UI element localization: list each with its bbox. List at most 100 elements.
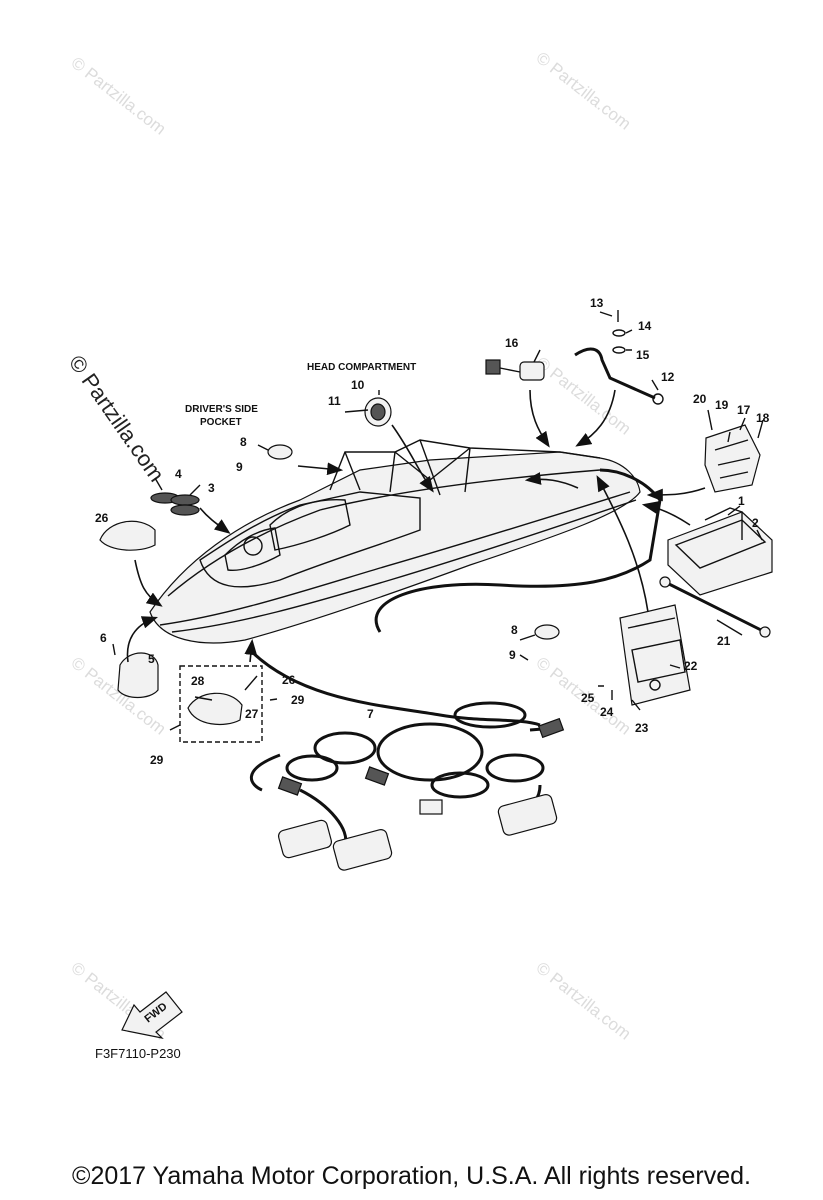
courtesy-light <box>534 624 560 640</box>
harness-connector <box>419 799 443 815</box>
harness-loop <box>285 754 339 782</box>
battery-strap <box>704 507 743 540</box>
cable-terminal <box>759 626 771 638</box>
arrow <box>297 462 344 476</box>
seat <box>224 527 281 572</box>
callout-26: 26 <box>95 511 109 525</box>
cable-eye <box>652 393 664 405</box>
harness-cable <box>374 468 662 633</box>
harness-connector <box>277 819 333 859</box>
windshield-frame <box>344 439 471 496</box>
cup-holder <box>170 504 200 516</box>
flow-arrows <box>126 389 706 663</box>
arrow <box>199 507 231 534</box>
steering-cable-line <box>574 347 656 400</box>
fuse-block-body <box>704 424 761 493</box>
switch-body <box>519 361 545 381</box>
seat <box>269 498 351 551</box>
callout-19: 19 <box>715 398 729 412</box>
harness-loop <box>485 753 545 783</box>
callout-9: 9 <box>236 460 243 474</box>
cup-holder <box>170 494 200 506</box>
callout-7: 7 <box>367 707 374 721</box>
callout-25: 25 <box>581 691 595 705</box>
dashed-detail-box <box>179 665 263 743</box>
harness-loop <box>453 701 527 729</box>
steering-cable <box>574 310 664 405</box>
speaker-grille <box>243 536 263 556</box>
callout-29: 29 <box>150 753 164 767</box>
nav-light <box>99 520 156 551</box>
watermark-text: © Partzilla.com <box>533 353 635 439</box>
callout-23: 23 <box>635 721 649 735</box>
head-compartment-caption: HEAD COMPARTMENT <box>307 362 416 373</box>
callout-17: 17 <box>737 403 751 417</box>
boat-hull <box>149 439 641 644</box>
callout-15: 15 <box>636 348 650 362</box>
stern-light <box>117 652 159 699</box>
switch-assembly <box>485 359 545 381</box>
callout-13: 13 <box>590 296 604 310</box>
callout-6: 6 <box>100 631 107 645</box>
callout-28: 28 <box>191 674 205 688</box>
arrow <box>126 616 159 663</box>
harness-connector <box>497 794 558 836</box>
callout-16: 16 <box>505 336 519 350</box>
leader-lines <box>112 311 764 731</box>
arrow <box>646 487 706 502</box>
washer <box>612 346 626 354</box>
nav-light <box>187 692 243 726</box>
ecm-unit <box>619 604 691 706</box>
callout-18: 18 <box>756 411 770 425</box>
hull-stripe <box>171 499 637 633</box>
callout-2: 2 <box>752 516 759 530</box>
hull-deck-line <box>167 469 601 597</box>
callout-5: 5 <box>148 652 155 666</box>
harness-loop <box>313 731 377 765</box>
callout-27: 27 <box>245 707 259 721</box>
callout-26: 26 <box>282 673 296 687</box>
fuse-block-detail <box>714 439 751 479</box>
lights <box>99 397 560 743</box>
watermark-large-text: © Partzilla.com <box>64 351 170 487</box>
cabin-light-lens <box>370 403 386 421</box>
callout-8: 8 <box>240 435 247 449</box>
battery-cable <box>664 580 766 634</box>
diagram-code: F3F7110-P230 <box>95 1046 181 1061</box>
harness-loop <box>376 722 484 782</box>
drivers-side-caption: DRIVER'S SIDE <box>185 404 258 415</box>
fwd-arrow-icon <box>121 991 183 1039</box>
cable-terminal <box>659 576 671 588</box>
arrow <box>575 389 616 447</box>
callout-20: 20 <box>693 392 707 406</box>
callout-11: 11 <box>328 394 341 408</box>
callout-1: 1 <box>738 494 745 508</box>
battery-assembly <box>659 507 773 638</box>
arrow <box>524 472 579 489</box>
arrow <box>596 475 649 613</box>
callout-8: 8 <box>511 623 518 637</box>
ecm-port <box>649 679 661 691</box>
callout-21: 21 <box>717 634 731 648</box>
leader-line <box>112 311 764 731</box>
switch-connector <box>485 359 501 375</box>
callout-9: 9 <box>509 648 516 662</box>
wire-harness <box>248 468 662 871</box>
harness-connector <box>277 776 303 796</box>
washer <box>612 329 626 337</box>
hull-stripe <box>159 491 631 626</box>
switch-wire <box>499 367 521 373</box>
callout-29: 29 <box>291 693 305 707</box>
fuse-block <box>704 424 761 493</box>
harness-cable <box>248 648 541 727</box>
cockpit-outline <box>199 491 421 588</box>
arrow <box>391 424 434 493</box>
arrow <box>641 501 691 526</box>
callout-14: 14 <box>638 319 652 333</box>
harness-cable <box>249 726 556 846</box>
callout-4: 4 <box>175 467 182 481</box>
arrow <box>244 638 258 663</box>
callout-12: 12 <box>661 370 675 384</box>
arrow <box>134 559 163 607</box>
